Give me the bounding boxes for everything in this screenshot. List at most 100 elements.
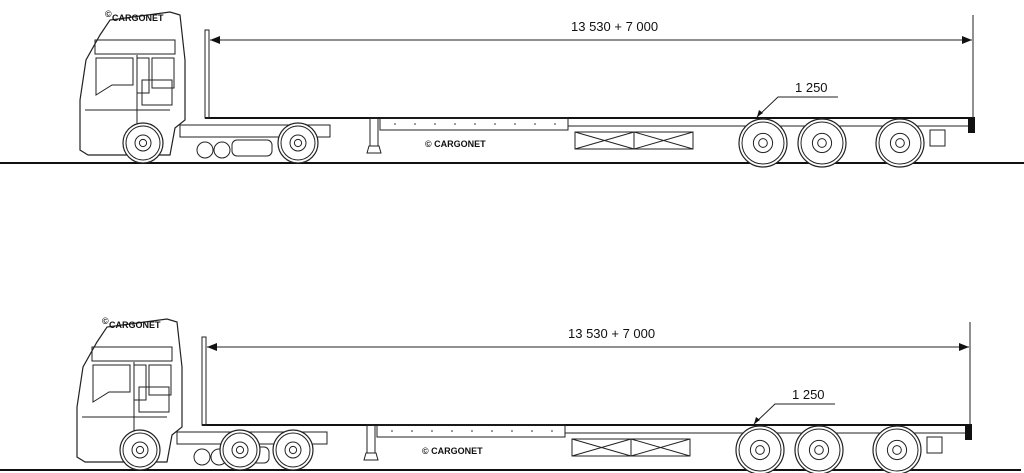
storage-box-brace: [574, 131, 694, 150]
rim: [231, 441, 249, 459]
cab-logo: CARGONET: [109, 320, 161, 330]
rivet: [554, 123, 556, 125]
tyre: [272, 429, 314, 471]
hub: [135, 445, 145, 455]
arrow-left-icon: [210, 36, 220, 44]
deck-height-label: 1 250: [795, 80, 828, 95]
hub: [758, 138, 768, 148]
side-grille: [151, 57, 175, 89]
rivet: [451, 430, 453, 432]
battery-box: [231, 139, 273, 157]
rear-light: [968, 118, 975, 133]
landing-leg: [366, 424, 376, 454]
deck-height-dimension: 1 250: [756, 80, 838, 118]
door-panel: [141, 79, 173, 106]
gooseneck-beam: [379, 117, 569, 131]
rivet: [454, 123, 456, 125]
hub: [288, 445, 298, 455]
tyre-inner: [797, 428, 841, 472]
length-dimension: 13 530 + 7 000: [207, 322, 971, 425]
rivet: [411, 430, 413, 432]
deck-height-label: 1 250: [792, 387, 825, 402]
length-dimension-label: 13 530 + 7 000: [571, 19, 658, 34]
rivet: [391, 430, 393, 432]
tyre-inner: [741, 121, 785, 165]
headboard: [201, 336, 207, 426]
headboard: [204, 29, 210, 119]
tractor-cab: CARGONET©: [79, 9, 186, 156]
window: [92, 364, 131, 403]
front-wheel: [119, 429, 161, 471]
arrow-left-icon: [207, 343, 217, 351]
trailer-wheel: [735, 425, 785, 473]
rear-light: [965, 425, 972, 440]
rivet: [474, 123, 476, 125]
length-dimension: 13 530 + 7 000: [210, 15, 974, 118]
hub: [755, 445, 765, 455]
hub: [895, 138, 905, 148]
hub: [138, 138, 148, 148]
rivet: [394, 123, 396, 125]
rim: [131, 441, 149, 459]
trailer-wheel: [797, 118, 847, 168]
rim: [811, 132, 833, 154]
sun-visor: [94, 39, 176, 55]
door-panel: [138, 386, 170, 413]
front-wheel: [122, 122, 164, 164]
tyre-inner: [878, 121, 922, 165]
rivet: [414, 123, 416, 125]
rear-box: [926, 436, 943, 454]
hub: [235, 445, 245, 455]
rim: [886, 439, 908, 461]
rivet: [471, 430, 473, 432]
hub: [892, 445, 902, 455]
tractor-cab: CARGONET©: [76, 316, 183, 463]
rim: [134, 134, 152, 152]
tyre-inner: [738, 428, 782, 472]
rivet: [434, 123, 436, 125]
copyright-mark: ©: [102, 316, 109, 326]
rim: [284, 441, 302, 459]
fuel-tank: [196, 141, 214, 159]
tyre: [794, 425, 844, 473]
sun-visor: [91, 346, 173, 362]
tyre: [738, 118, 788, 168]
storage-box-brace: [571, 438, 691, 457]
side-grille: [148, 364, 172, 396]
tyre-inner: [125, 125, 161, 161]
rim: [752, 132, 774, 154]
tractor-chassis: [179, 124, 331, 138]
window: [95, 57, 134, 96]
rivet: [551, 430, 553, 432]
rim: [808, 439, 830, 461]
air-tank: [213, 141, 231, 159]
tyre-inner: [875, 428, 919, 472]
tyre-inner: [222, 432, 258, 468]
rear-box: [929, 129, 946, 147]
tyre: [875, 118, 925, 168]
arrow-right-icon: [959, 343, 969, 351]
trailer: © CARGONET: [204, 29, 975, 168]
hub: [814, 445, 824, 455]
tractor-rear-wheel: [277, 122, 319, 164]
tyre-inner: [122, 432, 158, 468]
length-dimension-label: 13 530 + 7 000: [568, 326, 655, 341]
rivet: [511, 430, 513, 432]
tyre: [277, 122, 319, 164]
arrow-right-icon: [962, 36, 972, 44]
landing-foot: [366, 145, 382, 154]
hub: [817, 138, 827, 148]
rivet: [494, 123, 496, 125]
trailer: © CARGONET: [201, 336, 972, 473]
fuel-tank: [193, 448, 211, 466]
rivet: [491, 430, 493, 432]
tractor-rear-wheel: [272, 429, 314, 471]
leader-line: [753, 403, 835, 425]
rim: [889, 132, 911, 154]
tyre: [797, 118, 847, 168]
tractor-rear-wheel: [219, 429, 261, 471]
trailer-logo: © CARGONET: [425, 139, 486, 149]
trailer-wheel: [875, 118, 925, 168]
